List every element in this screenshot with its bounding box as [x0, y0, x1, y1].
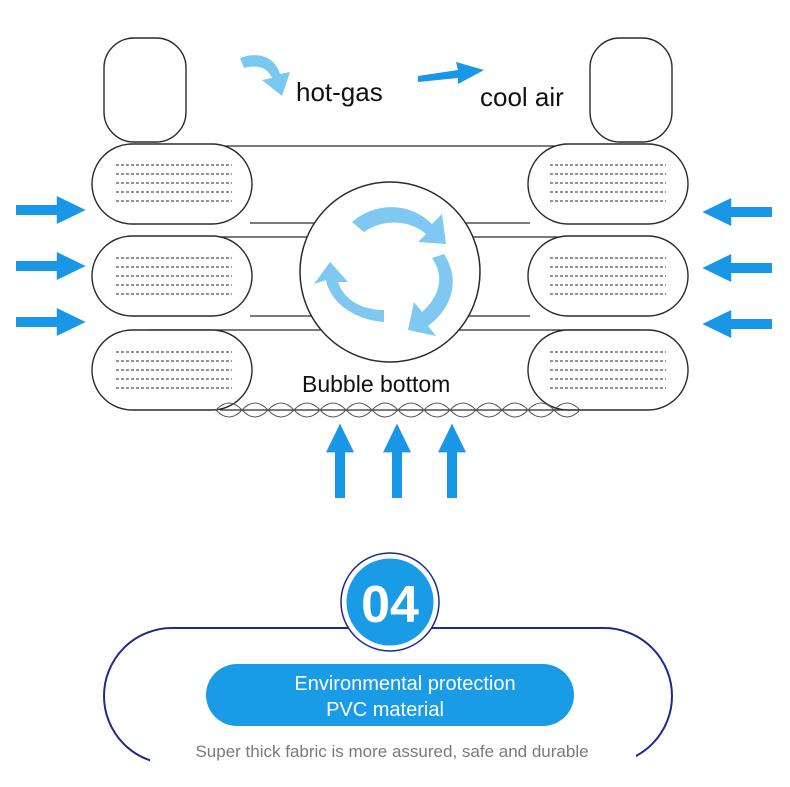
- left-inflow-arrows: [16, 196, 86, 336]
- caption-mask: [150, 752, 636, 772]
- bubble-bottom-wave: [215, 402, 581, 418]
- up-arrow-2-icon: [383, 423, 411, 498]
- feature-title-line2: PVC material: [326, 699, 444, 721]
- cycle-arrow-left-icon: [314, 262, 384, 322]
- left-arrow-3-icon: [16, 308, 86, 336]
- hot-gas-label: hot-gas: [296, 77, 383, 107]
- left-arrow-1-icon: [16, 196, 86, 224]
- cool-air-arrow-icon: [418, 62, 484, 84]
- hot-gas-arrow-icon: [240, 55, 290, 96]
- cycle-arrow-top-icon: [352, 207, 446, 244]
- circulation-arrows: [314, 207, 453, 336]
- tube-dash-lines: [116, 164, 666, 389]
- right-arrow-2-icon: [702, 254, 772, 282]
- bubble-bottom-label: Bubble bottom: [302, 371, 450, 397]
- feature-number-badge-ring: [340, 552, 440, 652]
- right-arrow-1-icon: [702, 198, 772, 226]
- top-right-pillow: [589, 37, 673, 143]
- feature-number: 04: [361, 576, 419, 634]
- right-inflow-arrows: [702, 198, 772, 338]
- top-left-pillow: [103, 37, 187, 143]
- bottom-upflow-arrows: [326, 423, 466, 498]
- left-arrow-2-icon: [16, 252, 86, 280]
- feature-title-line1: Environmental protection: [294, 673, 515, 695]
- feature-title-pill: [206, 664, 574, 726]
- cool-air-label: cool air: [480, 82, 564, 112]
- right-arrow-3-icon: [702, 310, 772, 338]
- cycle-arrow-right-icon: [408, 254, 453, 336]
- up-arrow-3-icon: [438, 423, 466, 498]
- up-arrow-1-icon: [326, 423, 354, 498]
- feature-caption: Super thick fabric is more assured, safe…: [195, 742, 588, 761]
- feature-number-badge: [341, 553, 439, 651]
- left-ring-tubes: [91, 143, 253, 411]
